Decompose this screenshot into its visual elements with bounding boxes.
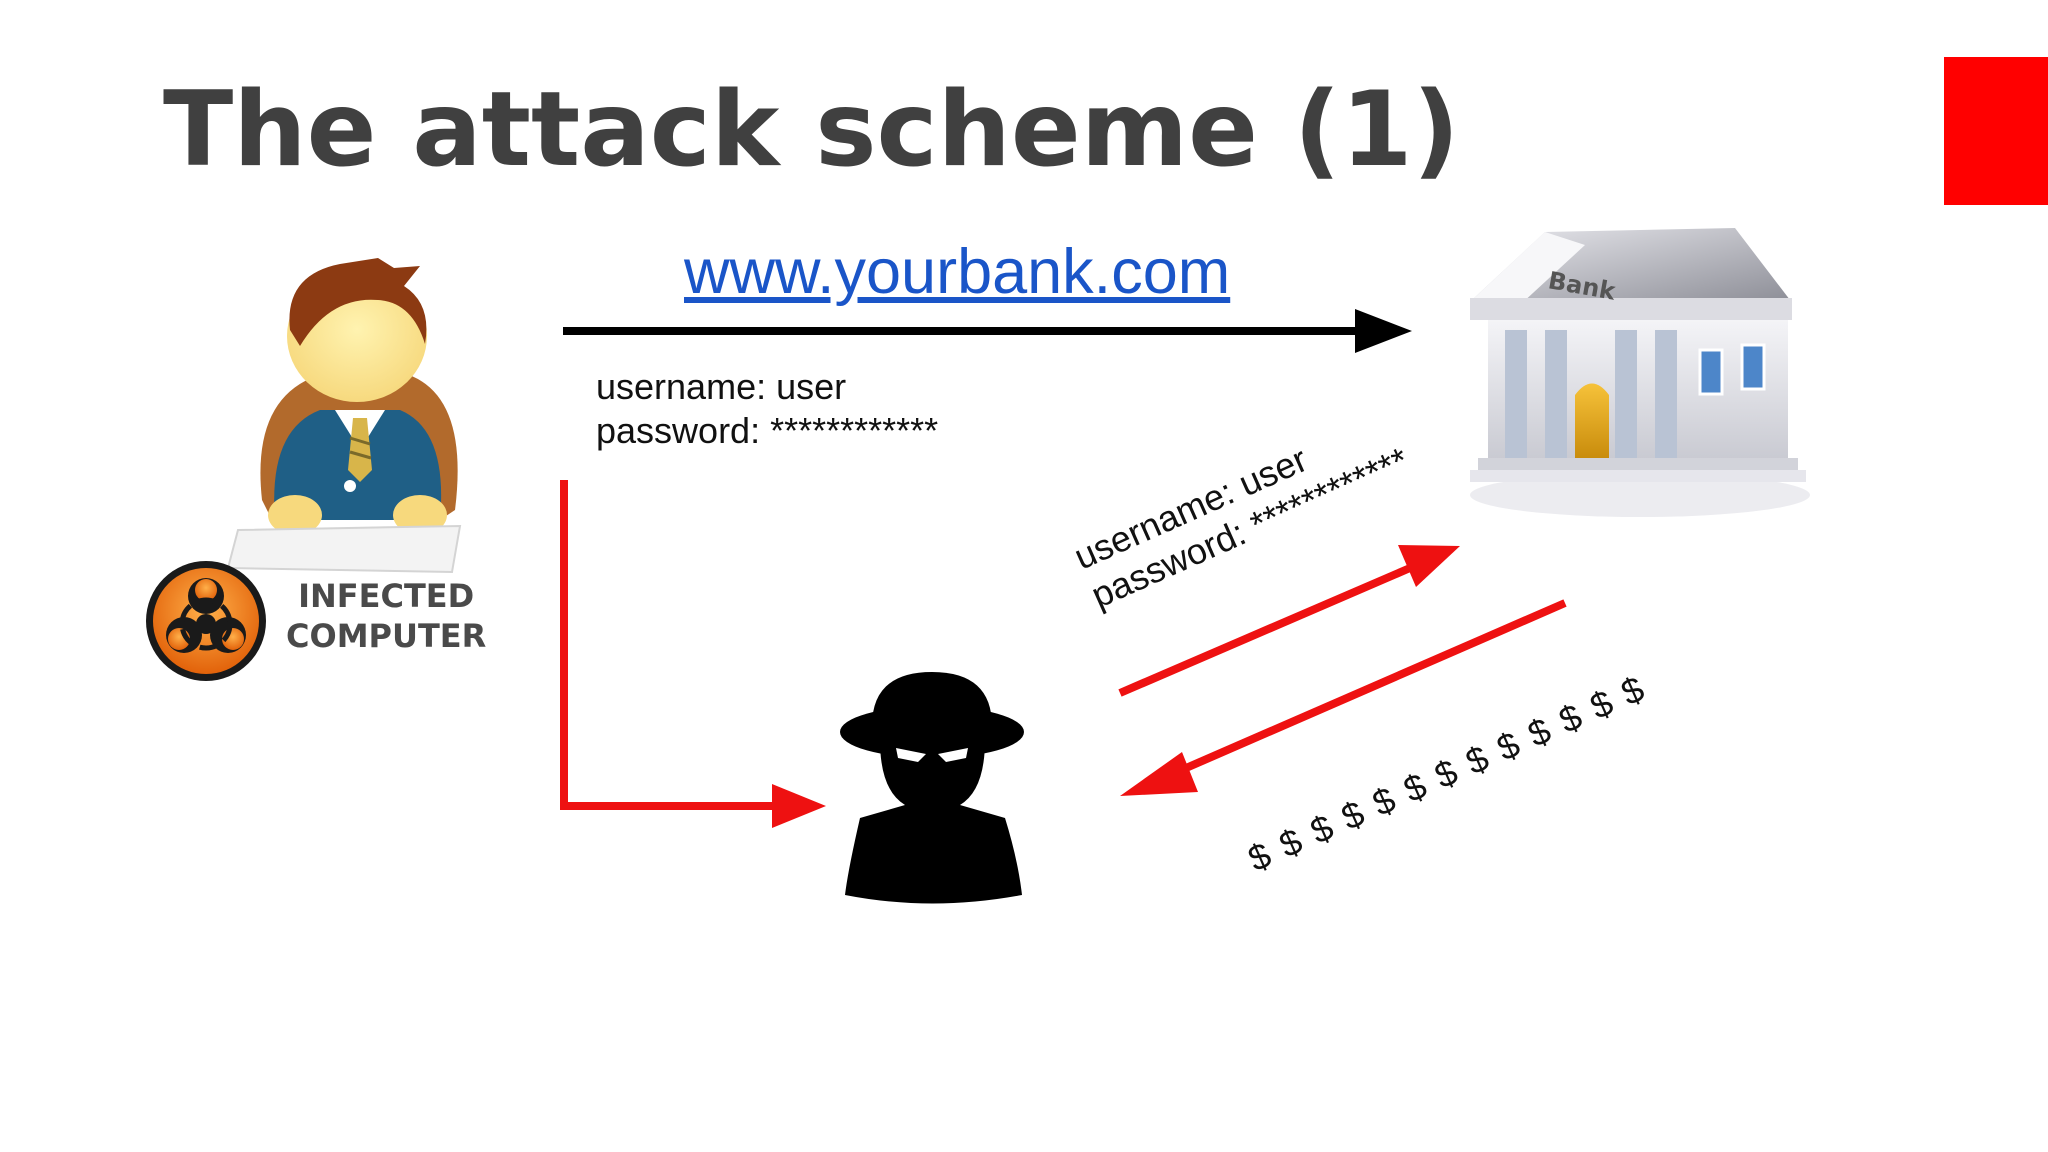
slide-title: The attack scheme (1) bbox=[163, 70, 1460, 190]
accent-bar bbox=[1944, 57, 2048, 205]
spy-silhouette-icon bbox=[840, 672, 1024, 904]
bank-url-link[interactable]: www.yourbank.com bbox=[684, 237, 1231, 307]
infected-label-line2: COMPUTER bbox=[286, 617, 487, 655]
fraud-login-arrow bbox=[1118, 545, 1460, 697]
request-arrow bbox=[563, 309, 1412, 353]
leak-arrow bbox=[560, 480, 826, 828]
credentials-username: username: user bbox=[596, 366, 847, 407]
bank-building-icon bbox=[1470, 228, 1810, 517]
infected-computer-label: INFECTED COMPUTER bbox=[286, 576, 486, 656]
money-transfer-arrow bbox=[1120, 599, 1567, 796]
user-at-computer-icon bbox=[226, 258, 462, 574]
infected-label-line1: INFECTED bbox=[298, 577, 475, 615]
credentials-password: password: ************ bbox=[596, 410, 939, 451]
biohazard-icon bbox=[146, 561, 266, 681]
